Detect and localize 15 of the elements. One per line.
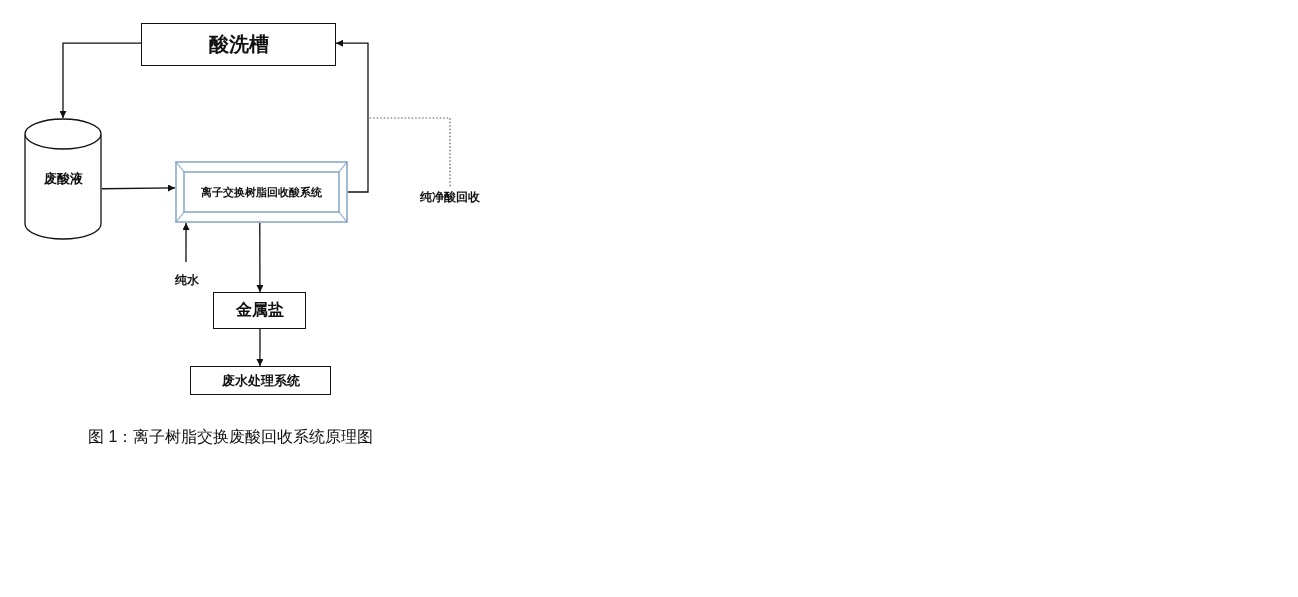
label-text: 纯净酸回收 <box>412 188 488 206</box>
process-box: 离子交换树脂回收酸系统 <box>175 161 348 223</box>
arrow <box>101 184 176 192</box>
tank-cylinder: 废酸液 <box>24 118 102 240</box>
process-box: 废水处理系统 <box>190 366 331 395</box>
arrow <box>335 39 369 193</box>
arrow <box>182 222 190 263</box>
arrow <box>256 222 264 293</box>
arrow <box>59 42 142 119</box>
arrow <box>256 328 264 367</box>
leader-line <box>368 117 451 187</box>
process-box: 金属盐 <box>213 292 306 329</box>
process-box: 酸洗槽 <box>141 23 336 66</box>
figure-caption: 图 1：离子树脂交换废酸回收系统原理图 <box>88 427 374 447</box>
label-text: 纯水 <box>170 271 204 289</box>
